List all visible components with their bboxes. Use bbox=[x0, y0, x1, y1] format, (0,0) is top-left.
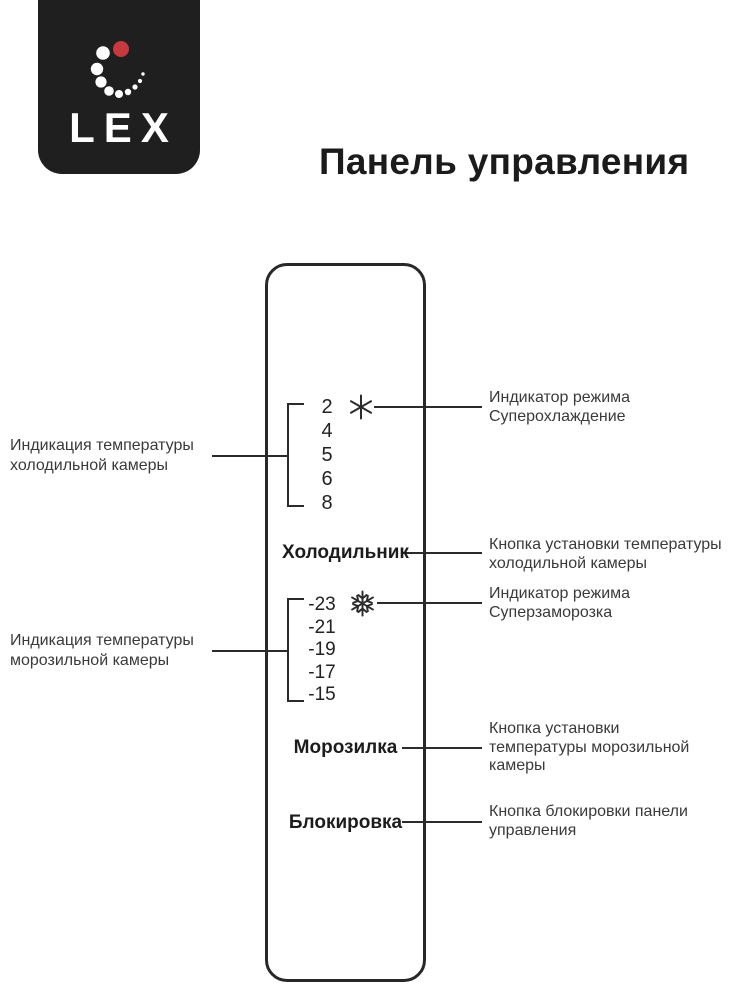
callout-freezer-set-button: Кнопка установки температуры морозильной… bbox=[489, 720, 737, 776]
lex-logo: LEX bbox=[38, 0, 200, 174]
callout-supercool-indicator: Индикатор режима Суперохлаждение bbox=[489, 389, 737, 426]
fridge-temp-value: 5 bbox=[321, 444, 333, 466]
lex-brand-text: LEX bbox=[69, 104, 178, 151]
fridge-temp-value: 6 bbox=[321, 468, 333, 490]
callout-text-line: Суперохлаждение bbox=[489, 407, 626, 425]
fridge-temp-value: 8 bbox=[321, 492, 333, 514]
callout-text-line: Кнопка установки температуры bbox=[489, 536, 722, 553]
fridge-set-button-label: Холодильник bbox=[282, 542, 409, 563]
callout-text-line: управления bbox=[489, 821, 577, 839]
supercool-asterisk-icon bbox=[348, 394, 374, 425]
callout-text-line: температуры морозильной bbox=[489, 738, 690, 756]
callout-text-line: Индикатор режима bbox=[489, 585, 631, 602]
callout-text-line: Индикация температуры bbox=[10, 437, 194, 454]
freezer-temp-scale: -23 -21 -19 -17 -15 bbox=[300, 594, 344, 707]
fridge-temp-scale: 2 4 5 6 8 bbox=[306, 395, 348, 515]
callout-text-line: Индикация температуры bbox=[10, 632, 194, 649]
callout-text-line: Суперзаморозка bbox=[489, 603, 613, 621]
callout-fridge-set-button: Кнопка установки температуры холодильной… bbox=[489, 536, 737, 573]
freezer-temp-value: -23 bbox=[308, 594, 336, 615]
lock-button-label: Блокировка bbox=[288, 812, 403, 833]
freezer-temp-value: -21 bbox=[308, 616, 336, 638]
fridge-temp-range-bracket bbox=[287, 403, 304, 507]
callout-connector-line bbox=[212, 650, 289, 652]
callout-text-line: холодильной камеры bbox=[489, 554, 648, 572]
callout-connector-line bbox=[402, 821, 482, 823]
callout-text-line: Кнопка установки bbox=[489, 720, 620, 737]
fridge-temp-value: 2 bbox=[321, 396, 333, 418]
callout-text-line: камеры bbox=[489, 757, 546, 774]
callout-text-line: Индикатор режима bbox=[489, 389, 631, 406]
callout-freezer-temp-indication: Индикация температуры морозильной камеры bbox=[10, 631, 220, 671]
callout-connector-line bbox=[403, 552, 482, 554]
page-title: Панель управления bbox=[319, 141, 690, 182]
callout-connector-line bbox=[377, 602, 482, 604]
callout-superfreeze-indicator: Индикатор режима Суперзаморозка bbox=[489, 585, 737, 622]
callout-lock-button: Кнопка блокировки панели управления bbox=[489, 803, 737, 840]
freezer-temp-value: -19 bbox=[308, 639, 336, 660]
callout-text-line: Кнопка блокировки панели bbox=[489, 803, 688, 820]
callout-connector-line bbox=[402, 747, 482, 749]
callout-text-line: морозильной камеры bbox=[10, 652, 170, 669]
superfreeze-snowflake-icon bbox=[348, 589, 377, 623]
freezer-temp-value: -15 bbox=[308, 684, 336, 705]
fridge-temp-value: 4 bbox=[321, 420, 333, 442]
control-panel-outline bbox=[265, 263, 426, 982]
lex-dots-spiral-icon bbox=[90, 41, 145, 98]
callout-connector-line bbox=[212, 455, 289, 457]
freezer-set-button-label: Морозилка bbox=[293, 737, 398, 758]
callout-fridge-temp-indication: Индикация температуры холодильной камеры bbox=[10, 436, 220, 476]
callout-text-line: холодильной камеры bbox=[10, 457, 169, 474]
freezer-temp-value: -17 bbox=[308, 661, 336, 683]
callout-connector-line bbox=[374, 406, 482, 408]
